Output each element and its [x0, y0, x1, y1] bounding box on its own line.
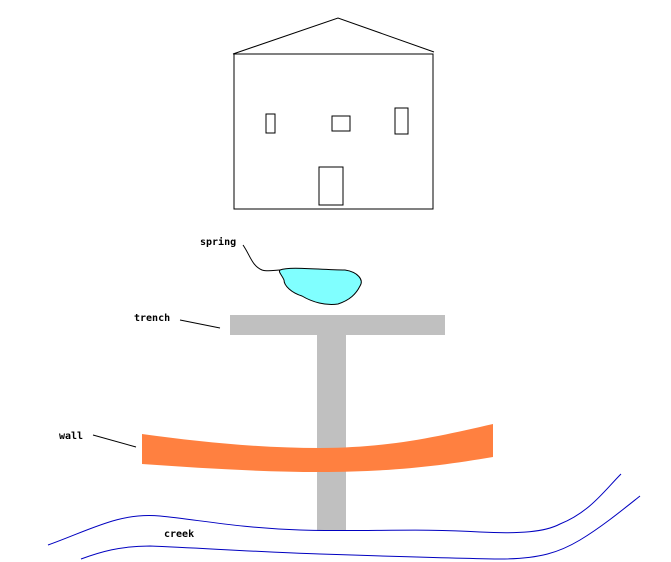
creek	[47, 473, 641, 560]
trench-vertical	[317, 335, 346, 531]
house-window-right	[394, 107, 409, 135]
wall-label: wall	[59, 431, 83, 442]
wall-leader-line	[92, 434, 137, 448]
house	[232, 17, 435, 210]
wall-band	[142, 424, 493, 472]
creek-bank-lower	[80, 495, 641, 560]
house-window-center	[331, 115, 351, 132]
trench	[230, 315, 445, 531]
trench-label: trench	[134, 313, 170, 324]
creek-label: creek	[164, 529, 194, 540]
spring-pond	[279, 267, 362, 305]
trench-horizontal	[230, 315, 445, 335]
house-window-left	[265, 113, 276, 134]
house-roof	[232, 17, 435, 55]
spring-label: spring	[200, 236, 236, 248]
spring-leader-line	[242, 244, 281, 272]
trench-leader-line	[179, 319, 221, 329]
house-door	[318, 166, 344, 206]
creek-bank-upper	[47, 473, 622, 546]
